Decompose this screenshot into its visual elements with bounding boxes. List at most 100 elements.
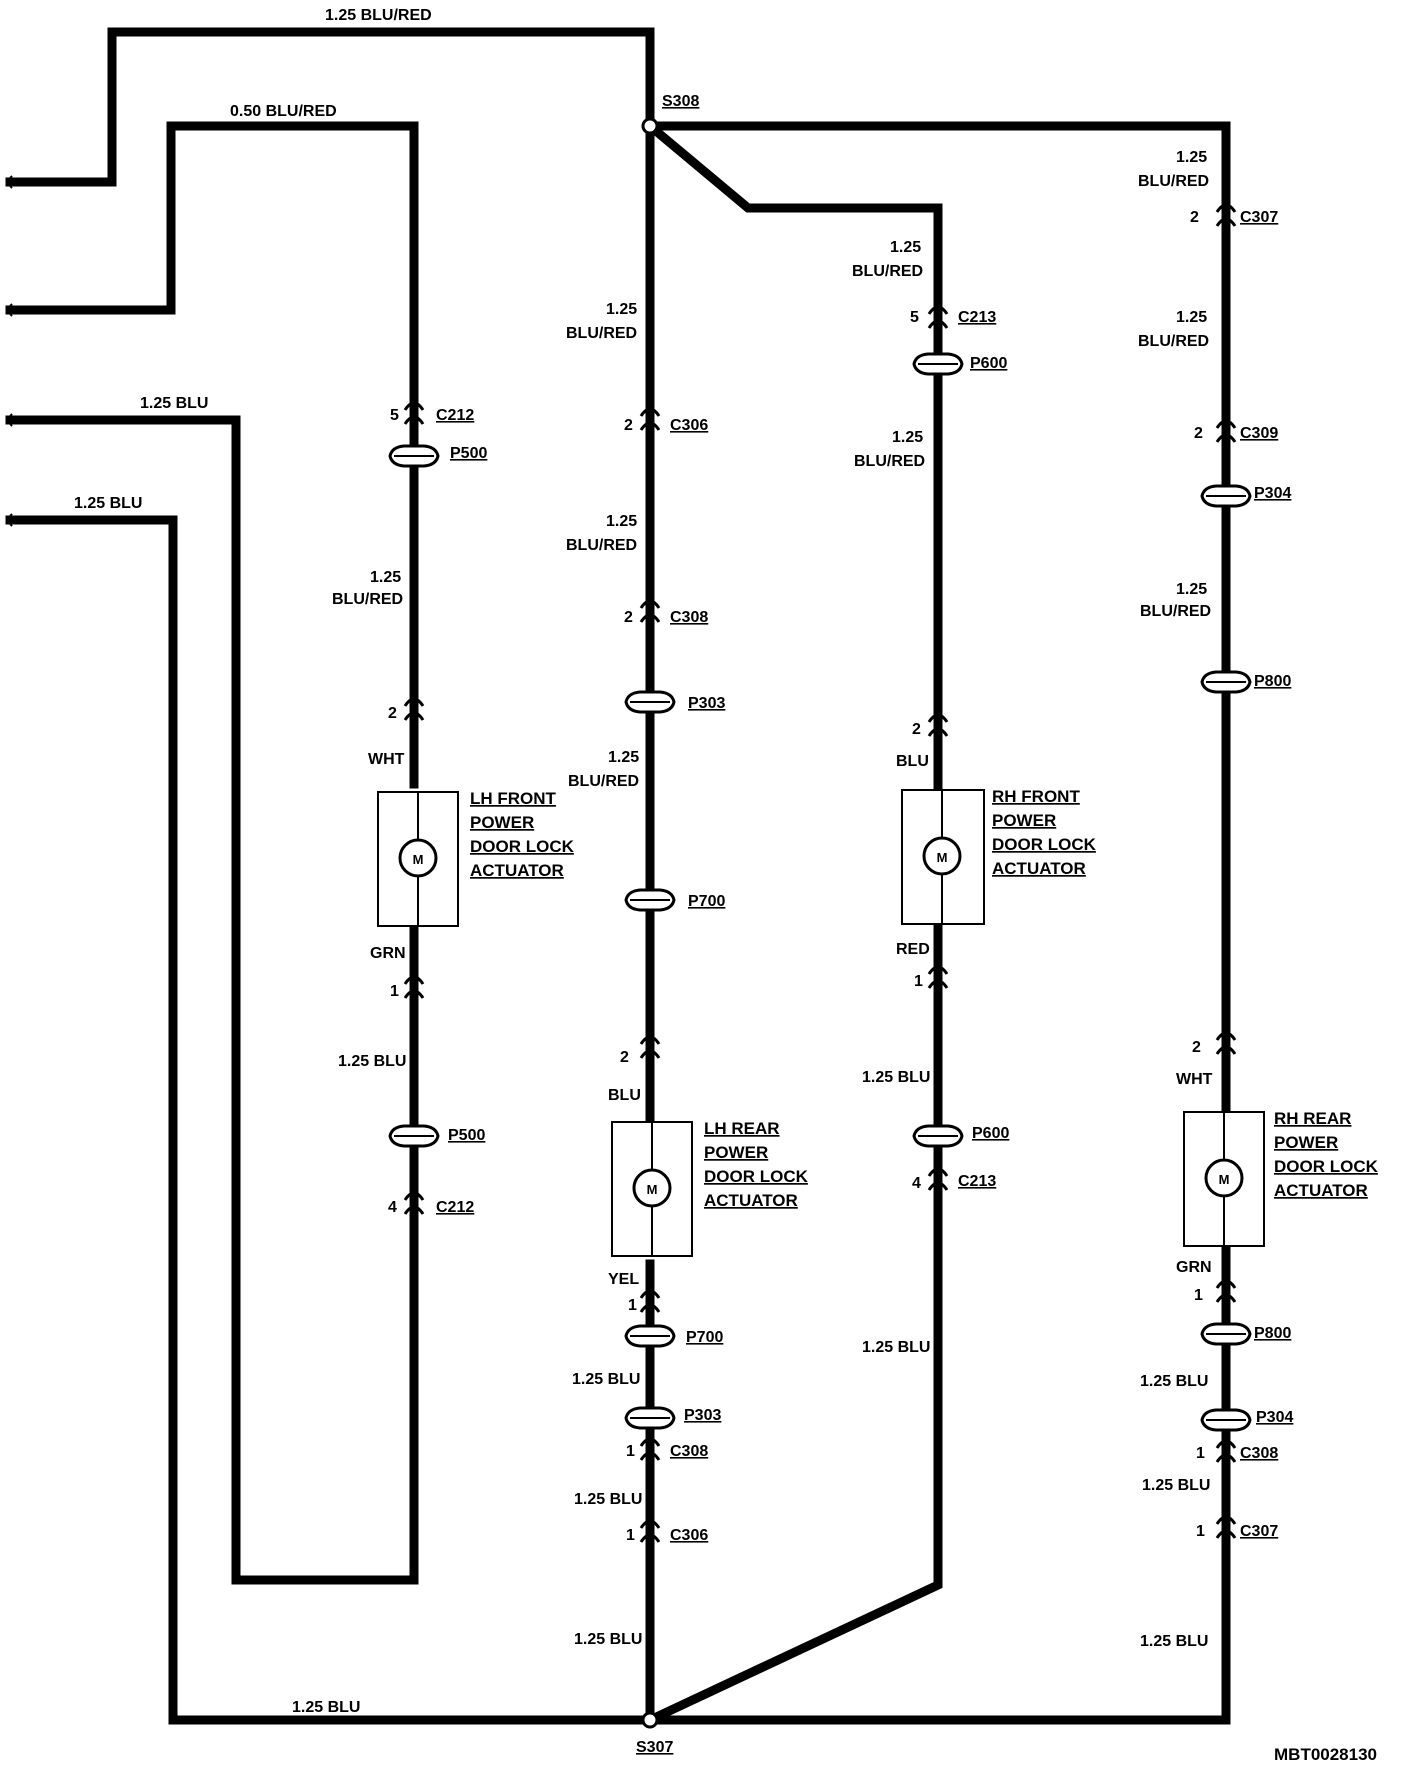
connector-c307: C307: [1240, 209, 1278, 226]
wire-rh-front-upper: [643, 119, 943, 797]
pin-number: 1: [914, 973, 923, 990]
wire-color: GRN: [370, 945, 406, 962]
wire-color: BLU/RED: [852, 263, 923, 280]
pin-number: 4: [388, 1199, 397, 1216]
passthrough-p700: P700: [688, 893, 725, 910]
wire-label-blu-1: 1.25 BLU: [140, 395, 208, 412]
pin-number: 2: [388, 705, 397, 722]
passthrough-symbol: [624, 888, 676, 912]
wire-label: 1.25 BLU: [1142, 1477, 1210, 1494]
pin-number: 4: [912, 1175, 921, 1192]
actuator-label: POWER: [470, 813, 534, 832]
wire-color: YEL: [608, 1271, 639, 1288]
pin-number: 5: [390, 407, 399, 424]
connector-c308: C308: [670, 1443, 708, 1460]
wire-gauge: 1.25: [1176, 149, 1207, 166]
wire-label: 1.25 BLU: [338, 1053, 406, 1070]
passthrough-symbol: [624, 1406, 676, 1430]
splice-s307: [641, 1711, 659, 1729]
splice-s308: [641, 117, 659, 135]
wire-color: BLU/RED: [1140, 603, 1211, 620]
wire-end-tick: [8, 303, 13, 317]
wire-label: 1.25 BLU: [1140, 1633, 1208, 1650]
wire-1-25-blu-lh-front-return: [5, 415, 419, 1585]
actuator-label: RH REAR: [1274, 1109, 1351, 1128]
passthrough-p303: P303: [684, 1407, 721, 1424]
wire-label: 1.25 BLU: [574, 1631, 642, 1648]
actuator-label: DOOR LOCK: [470, 837, 575, 856]
wire-color: BLU: [896, 753, 929, 770]
pin-number: 2: [620, 1049, 629, 1066]
passthrough-p600: P600: [972, 1125, 1009, 1142]
wire-label-bottom: 1.25 BLU: [292, 1699, 360, 1716]
pin-number: 2: [1194, 425, 1203, 442]
wire-color: BLU/RED: [566, 537, 637, 554]
actuator-label: ACTUATOR: [992, 859, 1086, 878]
passthrough-p800: P800: [1254, 673, 1291, 690]
actuator-label: ACTUATOR: [1274, 1181, 1368, 1200]
wire-gauge: 1.25: [606, 513, 637, 530]
wire-1-25-blu-red-top: [5, 27, 655, 187]
pin-number: 1: [1196, 1445, 1205, 1462]
pin-number: 5: [910, 309, 919, 326]
passthrough-symbol: [388, 1124, 440, 1148]
connector-c307: C307: [1240, 1523, 1278, 1540]
wire-label-0-50: 0.50 BLU/RED: [230, 103, 337, 120]
pin-number: 1: [628, 1297, 637, 1314]
passthrough-symbol: [1200, 484, 1252, 508]
figure-id: MBT0028130: [1274, 1745, 1377, 1764]
pin-number: 1: [1194, 1287, 1203, 1304]
wire-ends: [8, 175, 13, 527]
rh-front-circuit: 1.25 BLU/RED 5 C213 P600 1.25 BLU/RED 2 …: [852, 239, 1097, 1356]
lh-front-circuit: 5 C212 P500 1.25 BLU/RED 2 WHT LH FRONT …: [332, 401, 575, 1216]
passthrough-symbol: [624, 690, 676, 714]
motor-icon: [922, 836, 962, 876]
wire-gauge: 1.25: [1176, 581, 1207, 598]
wire-end-tick: [8, 413, 13, 427]
wire-end-tick: [8, 513, 13, 527]
wire-color: BLU/RED: [1138, 173, 1209, 190]
splice-label-s307: S307: [636, 1739, 673, 1756]
wire-color: RED: [896, 941, 930, 958]
passthrough-p500: P500: [450, 445, 487, 462]
actuator-label: DOOR LOCK: [1274, 1157, 1379, 1176]
pin-number: 1: [390, 983, 399, 1000]
actuator-label: POWER: [992, 811, 1056, 830]
actuator-label: LH REAR: [704, 1119, 780, 1138]
wire-label-blu-2: 1.25 BLU: [74, 495, 142, 512]
actuator-label: DOOR LOCK: [992, 835, 1097, 854]
wire-end-tick: [8, 175, 13, 189]
actuator-label: POWER: [704, 1143, 768, 1162]
motor-icon: [632, 1168, 672, 1208]
connector-c213: C213: [958, 1173, 996, 1190]
lh-rear-circuit: 1.25 BLU/RED 2 C306 1.25 BLU/RED 2 C308 …: [566, 301, 809, 1648]
passthrough-symbol: [1200, 1322, 1252, 1346]
wire-0-50-blu-red: [5, 121, 419, 789]
wire-color: GRN: [1176, 1259, 1212, 1276]
wire-color: BLU/RED: [332, 591, 403, 608]
connector-c308: C308: [670, 609, 708, 626]
connector-c212: C212: [436, 1199, 474, 1216]
passthrough-symbol: [624, 1324, 676, 1348]
wire-label: 1.25 BLU: [862, 1069, 930, 1086]
connector-c306: C306: [670, 417, 708, 434]
wire-color: BLU: [608, 1087, 641, 1104]
passthrough-p700: P700: [686, 1329, 723, 1346]
wire-label: 1.25 BLU: [1140, 1373, 1208, 1390]
passthrough-symbol: [388, 444, 440, 468]
actuator-label: RH FRONT: [992, 787, 1080, 806]
actuator-label: ACTUATOR: [470, 861, 564, 880]
wire-gauge: 1.25: [892, 429, 923, 446]
connector-c308: C308: [1240, 1445, 1278, 1462]
pin-number: 2: [912, 721, 921, 738]
passthrough-p304: P304: [1254, 485, 1291, 502]
passthrough-p800: P800: [1254, 1325, 1291, 1342]
wire-gauge: 1.25: [608, 749, 639, 766]
wire-gauge: 1.25: [606, 301, 637, 318]
wire-label-top: 1.25 BLU/RED: [325, 7, 432, 24]
passthrough-p600: P600: [970, 355, 1007, 372]
actuator-label: POWER: [1274, 1133, 1338, 1152]
passthrough-p303: P303: [688, 695, 725, 712]
passthrough-symbol: [1200, 670, 1252, 694]
wire-gauge: 1.25: [890, 239, 921, 256]
